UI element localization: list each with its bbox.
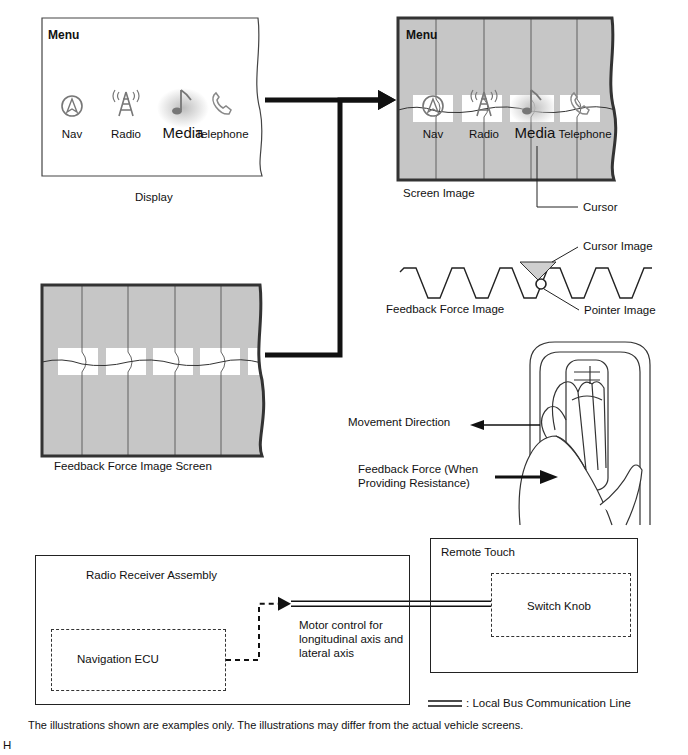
display-panel <box>172 90 191 115</box>
feedback-force-wave <box>520 262 556 280</box>
screen-image <box>398 18 616 180</box>
node-text: Media <box>515 124 556 143</box>
ecu-box: Navigation ECU <box>51 629 226 691</box>
feedback-force-wave <box>552 247 578 262</box>
connector <box>226 597 491 660</box>
node-text: Radio <box>111 127 141 141</box>
leader-line <box>537 146 578 207</box>
node-text: Radio <box>469 127 499 141</box>
direction-arrow <box>470 420 484 430</box>
remote-touch-illustration <box>572 396 602 400</box>
dashed-line <box>226 604 279 660</box>
node-text: Screen Image <box>403 186 475 200</box>
edge-label: Motor control for longitudinal axis and … <box>299 618 411 661</box>
display-panel <box>42 18 262 176</box>
remote-touch-illustration <box>542 407 567 441</box>
remote-touch-illustration <box>600 465 642 525</box>
bus-line <box>291 601 491 606</box>
screen-image <box>471 90 497 116</box>
remote-touch-illustration <box>578 382 598 470</box>
callout-label: Pointer Image <box>584 303 656 317</box>
display-panel <box>213 93 231 114</box>
component-box: Remote TouchSwitch Knob <box>430 538 638 673</box>
display-panel <box>113 90 139 116</box>
callout-label: Movement Direction <box>348 415 450 429</box>
node-text: Switch Knob <box>527 599 591 613</box>
screen-image <box>398 18 616 180</box>
screen-image <box>398 18 616 180</box>
screen-image <box>398 18 616 180</box>
direction-arrow <box>495 476 542 479</box>
screen-image <box>413 95 453 122</box>
screen-image <box>423 96 443 116</box>
node-text: Feedback Force Image Screen <box>54 459 212 473</box>
node-text: Telephone <box>195 127 248 141</box>
arrowhead <box>378 90 396 110</box>
screen-image <box>571 93 589 114</box>
feedback-screen <box>42 285 264 456</box>
feedback-force-wave <box>400 247 652 310</box>
callout-label: Feedback Force (When Providing Resistanc… <box>358 462 490 491</box>
feedback-force-wave <box>400 268 652 298</box>
node-text: Menu <box>406 28 437 43</box>
arrowhead <box>378 90 396 110</box>
feedback-screen <box>42 360 262 366</box>
direction-arrow <box>540 470 558 484</box>
callout-label: Cursor <box>583 200 618 214</box>
display-panel <box>157 88 209 128</box>
screen-image <box>436 18 581 180</box>
callout-label: Cursor Image <box>583 239 653 253</box>
connector <box>265 90 396 355</box>
feedback-force-wave <box>536 279 546 289</box>
screen-image <box>509 90 557 126</box>
screen-panel: MenuNavRadioMediaTelephoneScreen Image <box>398 18 620 180</box>
remote-touch-illustration <box>592 382 606 468</box>
feedback-force-wave <box>544 289 579 310</box>
node-text: Radio Receiver Assembly <box>86 568 217 582</box>
display-panel <box>42 18 262 176</box>
arrowhead <box>278 597 291 611</box>
node-text: Remote Touch <box>441 545 515 559</box>
screen-image <box>522 90 541 115</box>
node-text: Telephone <box>558 127 611 141</box>
figure-code: H <box>3 738 11 752</box>
direction-arrow <box>482 424 540 426</box>
callout-label: Feedback Force Image <box>386 302 504 316</box>
feedback-screen <box>42 285 268 456</box>
feedback-screen <box>200 348 240 375</box>
legend-text: : Local Bus Communication Line <box>466 696 631 710</box>
node-text: Menu <box>48 28 79 43</box>
feedback-screen <box>42 285 264 456</box>
caption: The illustrations shown are examples onl… <box>28 719 523 733</box>
feedback-screen <box>58 348 98 375</box>
legend-sample <box>428 701 462 706</box>
screen-panel: Feedback Force Image Screen <box>42 285 265 456</box>
feedback-screen <box>82 285 225 456</box>
legend-sample <box>428 701 462 706</box>
display-panel <box>62 96 82 116</box>
screen-panel: MenuNavRadioMediaTelephoneDisplay <box>42 18 265 176</box>
remote-touch-illustration <box>519 436 612 525</box>
feedback-screen <box>106 348 146 375</box>
feedback-screen <box>153 348 193 375</box>
node-text: Nav <box>62 127 82 141</box>
component-box: Switch Knob <box>491 573 631 637</box>
feedback-screen <box>42 285 268 456</box>
remote-touch-illustration <box>556 436 586 470</box>
direction-arrow <box>470 420 558 484</box>
remote-touch-illustration <box>519 342 650 525</box>
node-text: Display <box>135 190 173 204</box>
flow-line <box>265 100 382 355</box>
node-text: Nav <box>423 127 443 141</box>
node-text: Navigation ECU <box>77 652 159 666</box>
